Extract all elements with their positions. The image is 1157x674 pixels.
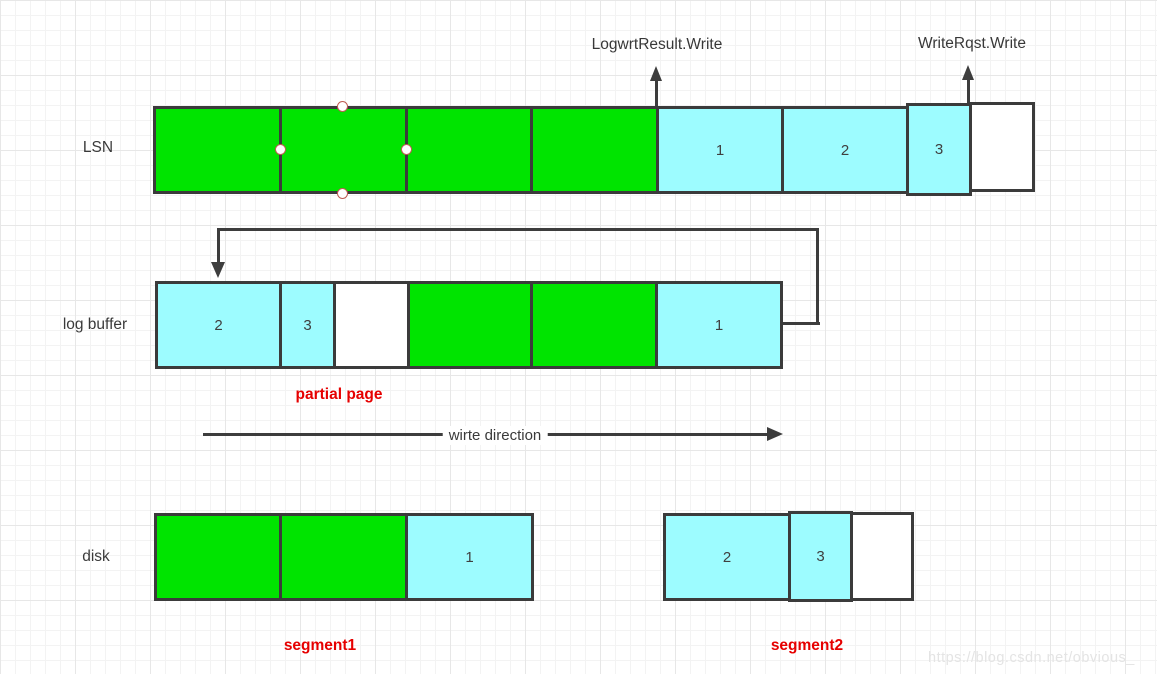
wrap-connector-top-segment [217,228,819,231]
write-direction-label: wirte direction [442,426,548,445]
wrap-connector-left-segment [217,228,220,264]
lsn-cell-2-selected [279,106,408,194]
wrap-connector-right-segment [816,228,819,325]
selection-handle-bottom [337,188,348,199]
log-buffer-cell-1: 2 [155,281,282,369]
log-buffer-cell-6: 1 [655,281,783,369]
log-buffer-cell-5 [530,281,658,369]
lsn-cell-6: 2 [781,106,909,194]
lsn-label: LSN [82,139,114,156]
segment1-label: segment1 [283,637,357,654]
disk-label: disk [82,548,110,565]
lsn-cell-8 [969,102,1035,192]
write-direction-arrowhead-icon [767,427,783,441]
wrap-connector-bottom-segment [780,322,820,325]
wrap-connector-arrowhead-icon [211,262,225,278]
logwrt-result-arrowhead-icon [650,66,662,81]
lsn-cell-3 [405,106,533,194]
selection-handle-right [401,144,412,155]
write-rqst-arrowhead-icon [962,65,974,80]
partial-page-label: partial page [295,386,383,403]
disk-segment2-cell-2: 3 [788,511,853,602]
log-buffer-cell-3 [333,281,410,369]
lsn-cell-5: 1 [656,106,784,194]
lsn-cell-4 [530,106,659,194]
disk-segment1-cell-2 [279,513,408,601]
logwrt-result-label: LogwrtResult.Write [591,36,723,53]
selection-handle-left [275,144,286,155]
disk-segment1-cell-1 [154,513,282,601]
watermark: https://blog.csdn.net/obvious_ [928,650,1135,666]
lsn-cell-1 [153,106,282,194]
log-buffer-cell-2: 3 [279,281,336,369]
log-buffer-label: log buffer [62,316,128,333]
segment2-label: segment2 [770,637,844,654]
write-rqst-label: WriteRqst.Write [918,35,1026,52]
logwrt-result-arrow-shaft [655,80,658,106]
selection-handle-top [337,101,348,112]
disk-segment2-cell-3 [850,512,914,601]
lsn-cell-7: 3 [906,103,972,196]
disk-segment1-cell-3: 1 [405,513,534,601]
disk-segment2-cell-1: 2 [663,513,791,601]
write-rqst-arrow-shaft [967,79,970,104]
log-buffer-cell-4 [407,281,533,369]
